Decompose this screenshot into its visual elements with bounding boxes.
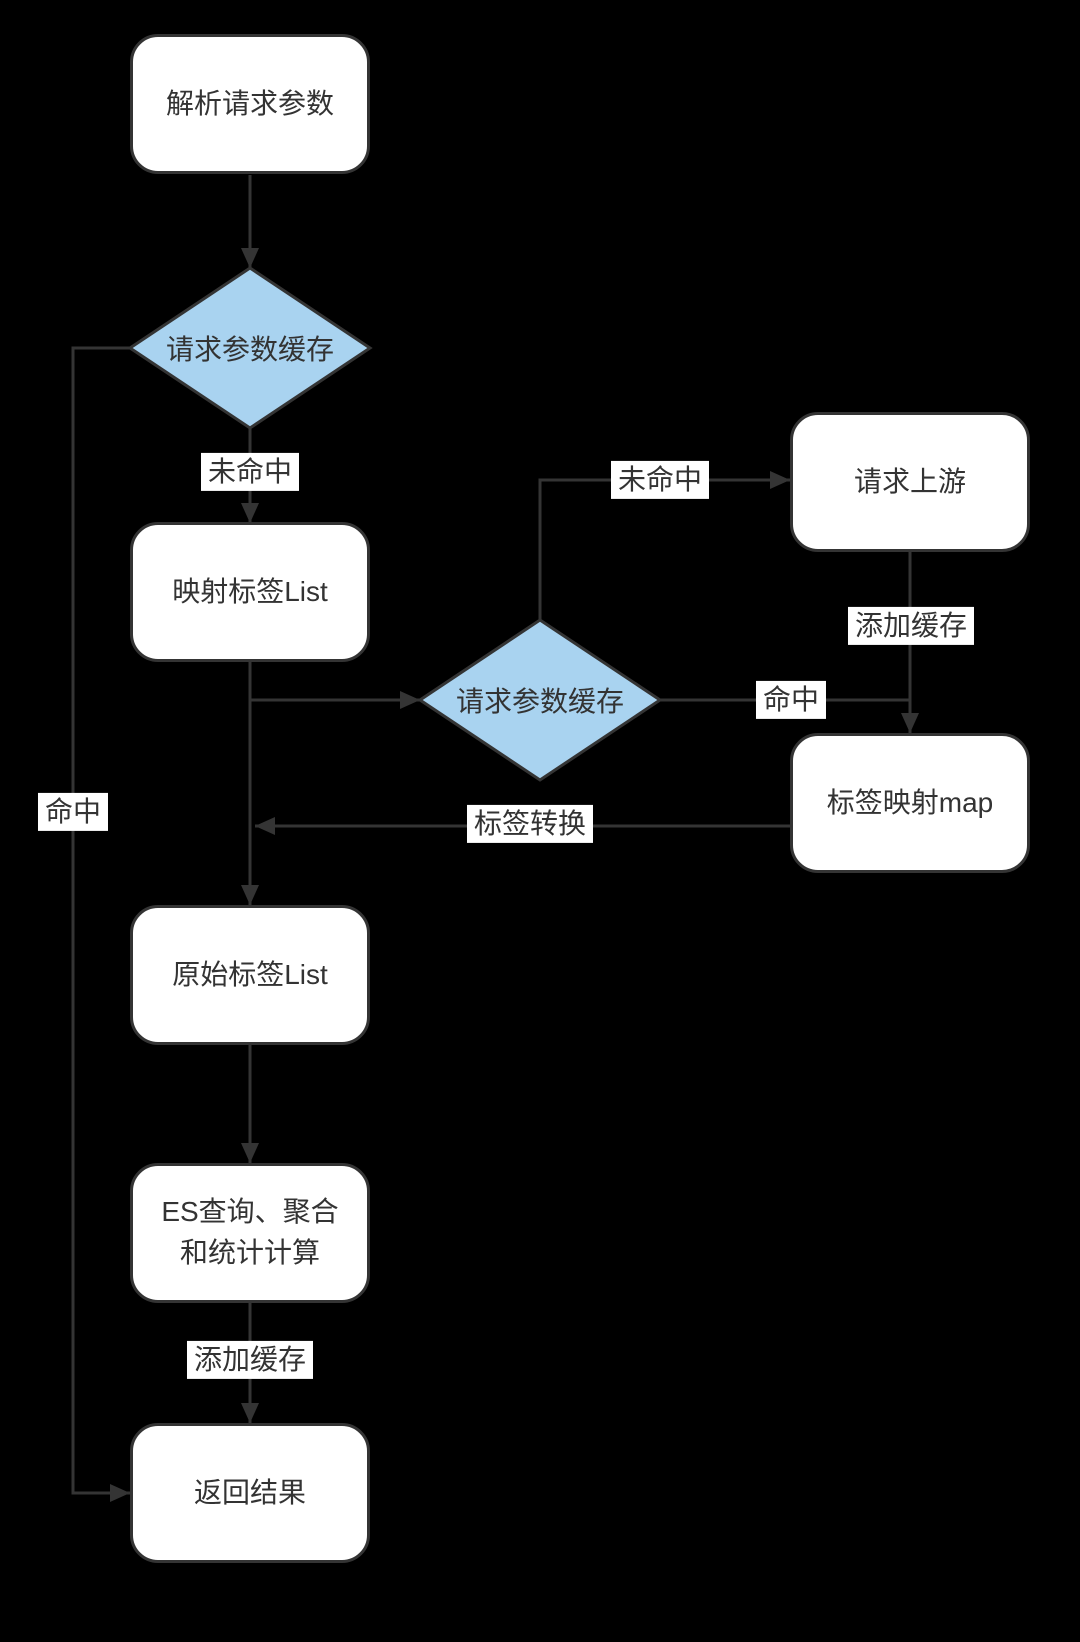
decision-label-request-param-cache-2: 请求参数缓存 [455,686,625,717]
decision-label-request-param-cache-1: 请求参数缓存 [165,334,335,365]
node-es-query-aggregate: ES查询、聚合 和统计计算 [130,1163,370,1303]
edge-label-hit-cache2: 命中 [755,680,827,720]
node-mapped-tag-list: 映射标签List [130,522,370,662]
node-return-result: 返回结果 [130,1423,370,1563]
node-original-tag-list: 原始标签List [130,905,370,1045]
decision-request-param-cache-1 [127,266,373,430]
decision-request-param-cache-2 [417,618,663,782]
edge-cache2-miss-to-upstream [538,471,790,620]
edge-label-add-cache-upstream: 添加缓存 [847,606,975,646]
edge-cache1-hit-to-return [71,346,130,1502]
edge-label-miss-cache2: 未命中 [610,460,710,500]
node-request-upstream: 请求上游 [790,412,1030,552]
node-parse-request-params: 解析请求参数 [130,34,370,174]
edge-label-tag-convert: 标签转换 [466,804,594,844]
edge-label-hit-cache1: 命中 [37,792,109,832]
node-tag-mapping-map: 标签映射map [790,733,1030,873]
edge-label-add-cache-bottom: 添加缓存 [186,1340,314,1380]
edge-label-miss-cache1: 未命中 [200,452,300,492]
